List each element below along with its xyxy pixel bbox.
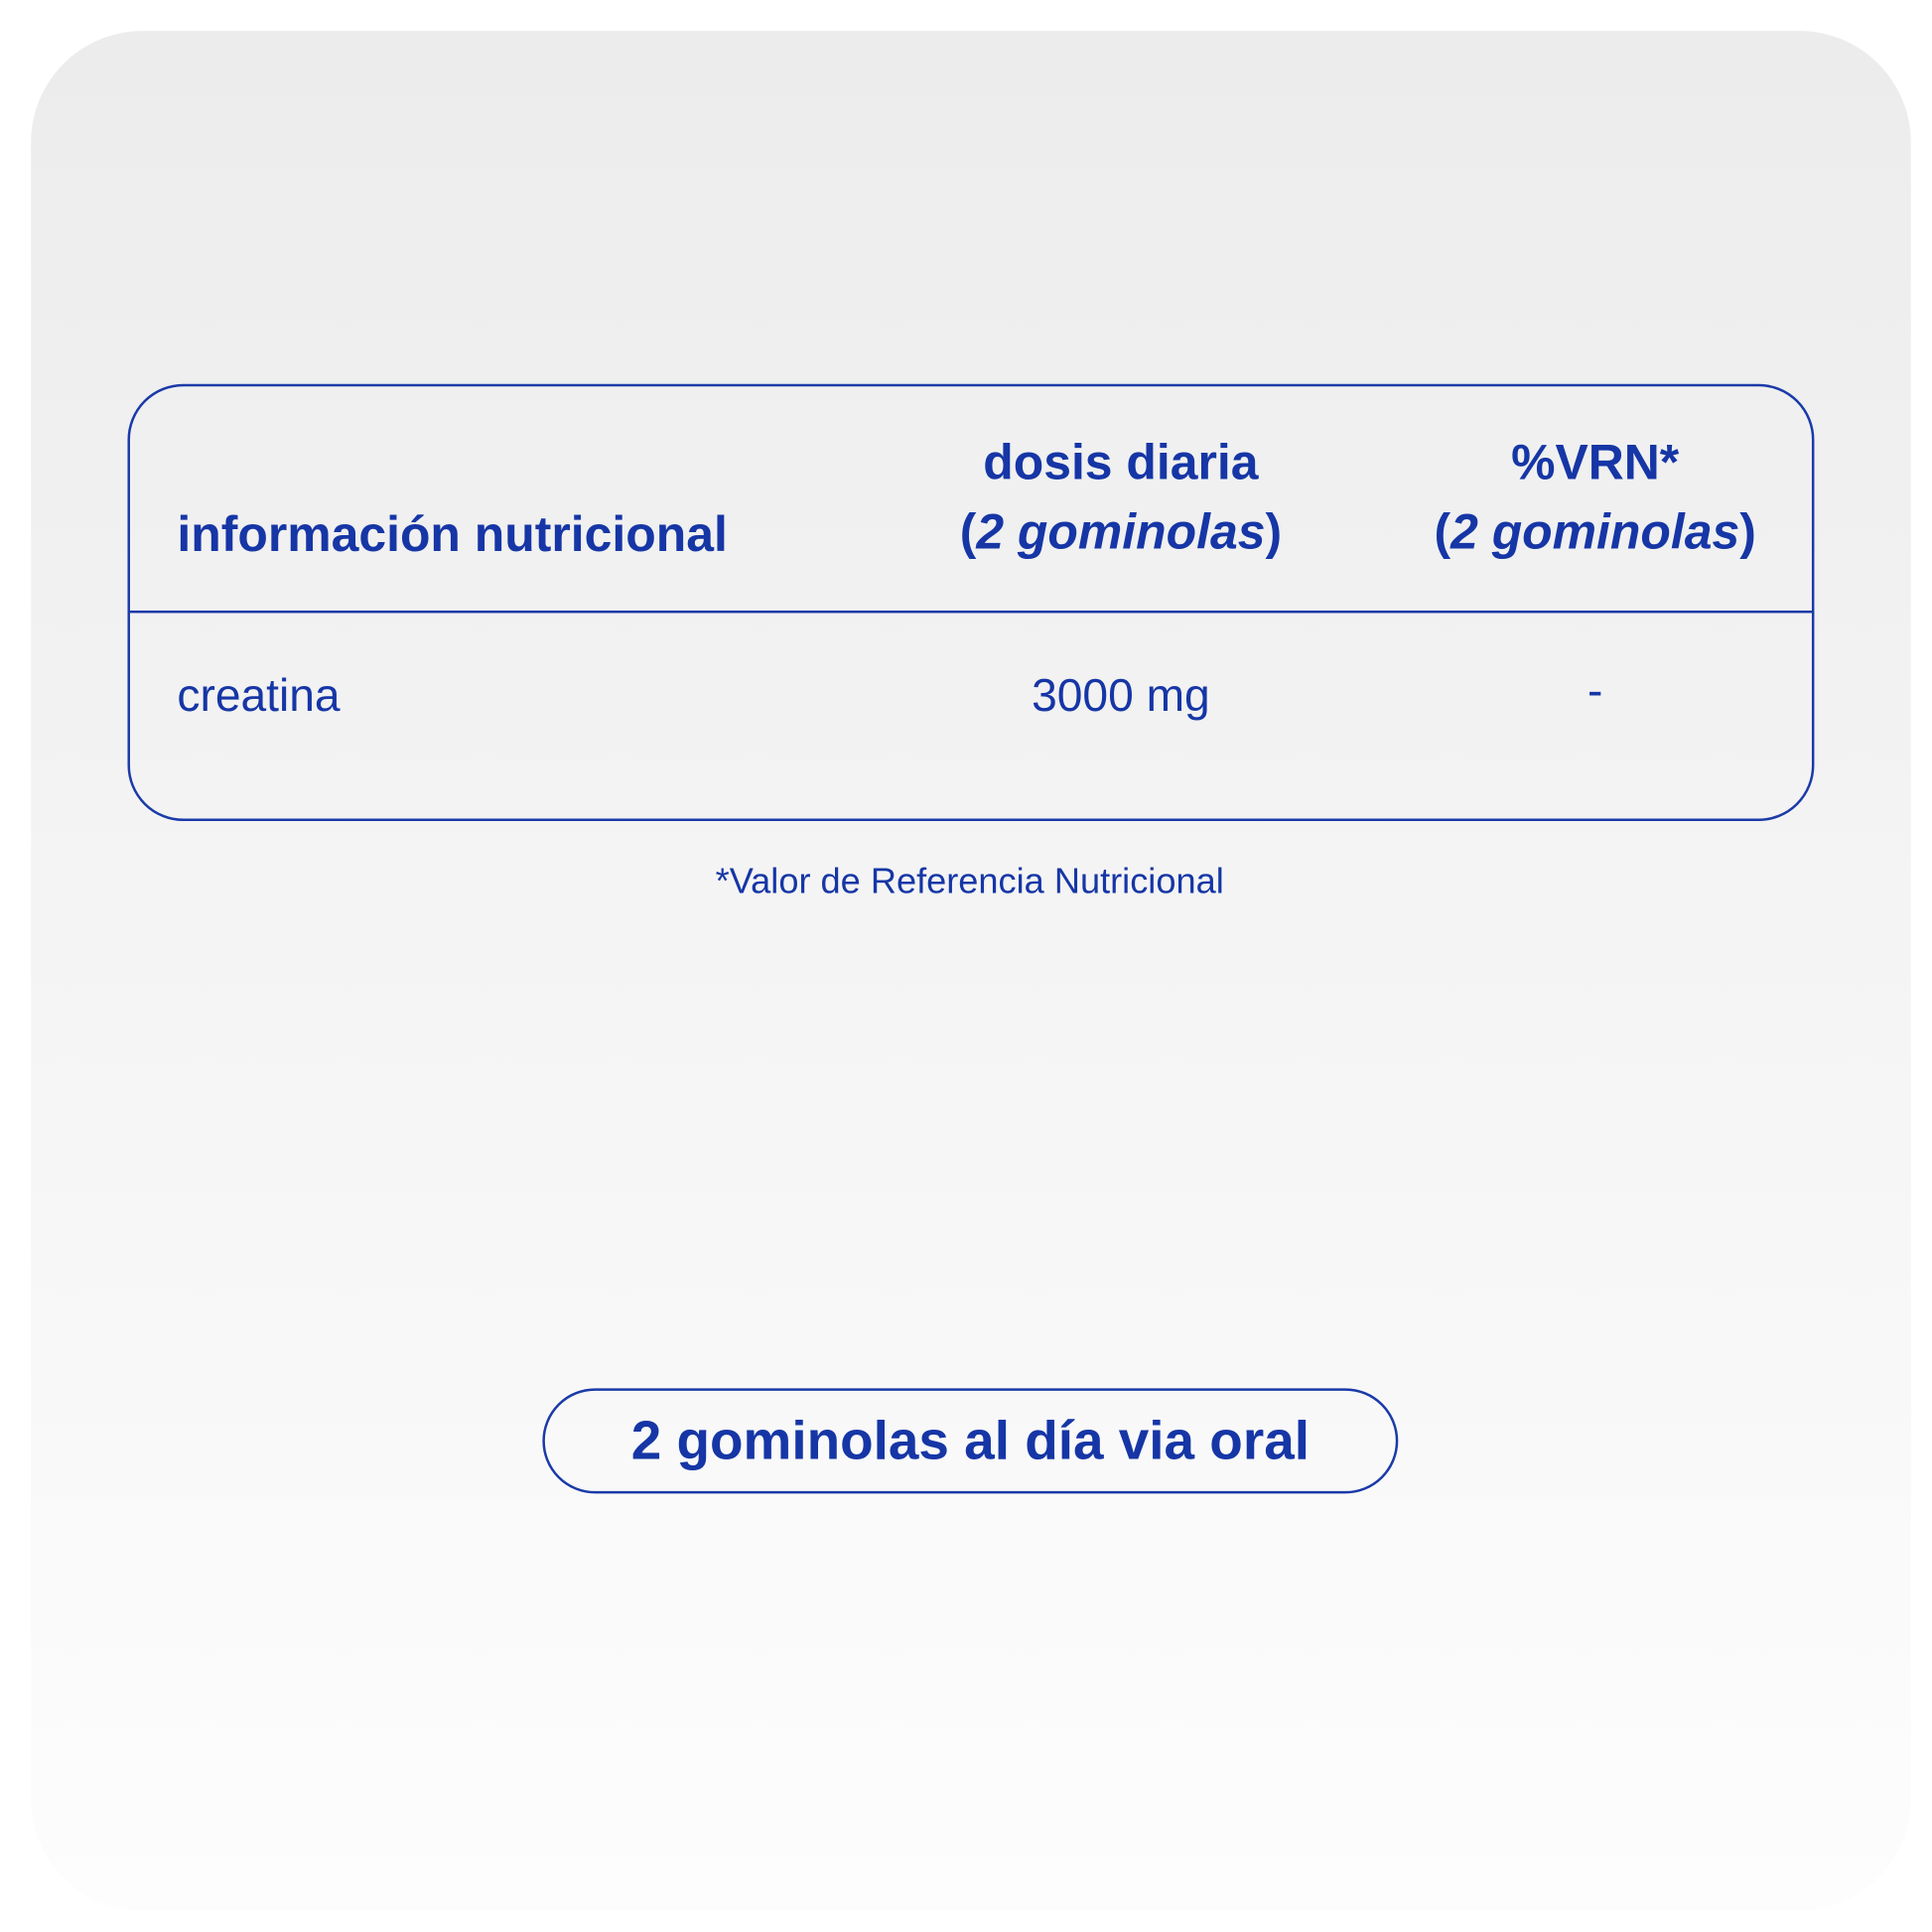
row-dose: 3000 mg — [1032, 669, 1210, 721]
footnote: *Valor de Referencia Nutricional — [715, 862, 1224, 902]
dosage-text: 2 gominolas al día via oral — [630, 1410, 1310, 1471]
header-daily-dose: dosis diaria (2 gominolas) — [873, 429, 1368, 568]
header-sub: (2 gominolas) — [959, 504, 1283, 560]
header-sub-text: 2 gominolas — [976, 504, 1266, 560]
dosage-badge: 2 gominolas al día via oral — [542, 1388, 1399, 1494]
header-nutrition-info: información nutricional — [177, 500, 727, 570]
header-vrn: %VRN* (2 gominolas) — [1368, 429, 1822, 568]
header-label: %VRN* — [1511, 436, 1680, 490]
header-divider — [129, 610, 1812, 614]
nutrition-table: información nutricional dosis diaria (2 … — [127, 383, 1815, 822]
row-vrn: - — [1587, 664, 1603, 716]
header-sub: (2 gominolas) — [1434, 504, 1756, 560]
header-sub-text: 2 gominolas — [1450, 504, 1740, 560]
header-label: información nutricional — [177, 507, 728, 563]
card: información nutricional dosis diaria (2 … — [31, 31, 1911, 1911]
header-label: dosis diaria — [983, 436, 1259, 490]
row-name: creatina — [177, 669, 341, 721]
